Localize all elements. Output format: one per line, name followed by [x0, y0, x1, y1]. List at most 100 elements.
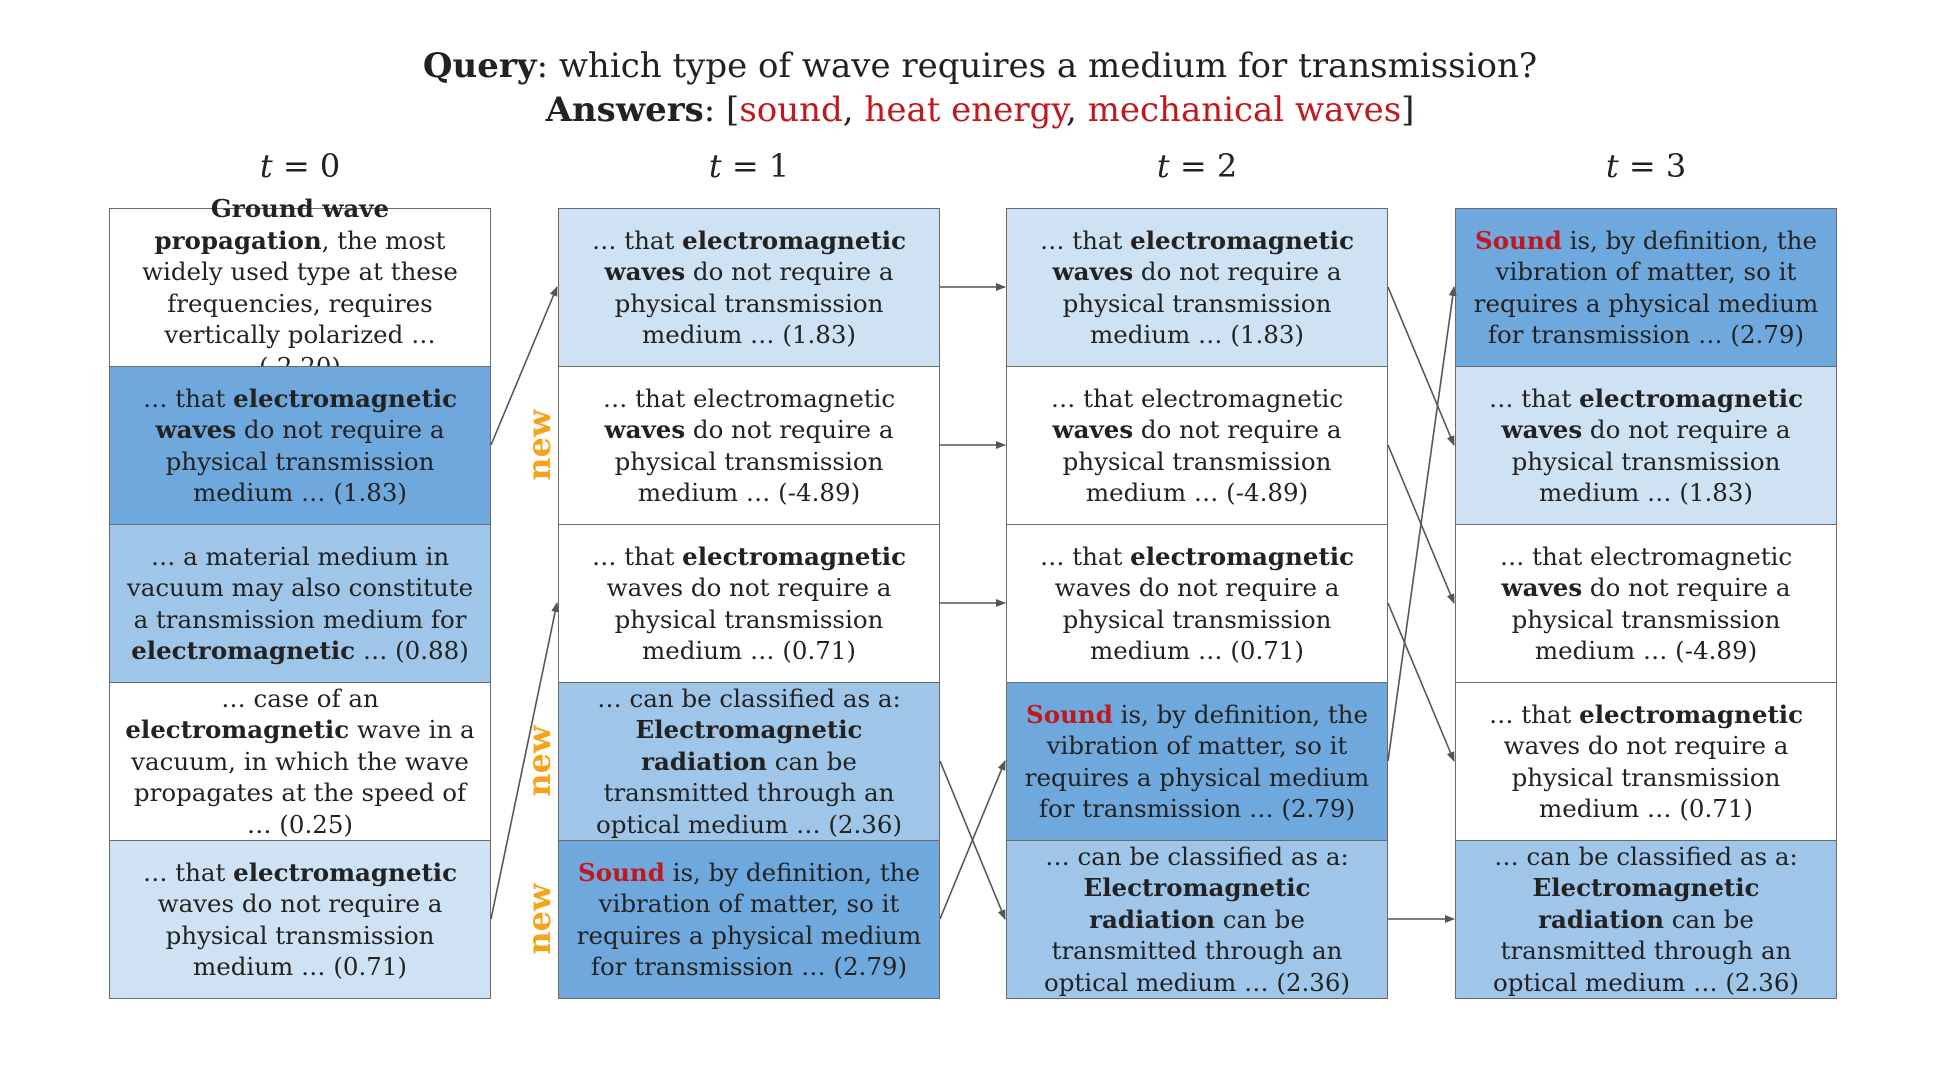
passage-prefix: … that [143, 857, 234, 887]
passage-keyword: waves [604, 415, 686, 444]
passage-box: … that electromagnetic waves do not requ… [558, 208, 940, 367]
passage-body: do not require a physical transmission m… [165, 415, 445, 507]
passage-body: wave in a vacuum, in which the wave prop… [131, 715, 475, 839]
passage-keyword: waves [1501, 573, 1583, 602]
passage-prefix: … can be classified as a: [1494, 841, 1798, 871]
passage-prefix: … that electromagnetic [1050, 383, 1344, 413]
passage-body: do not require a physical transmission m… [614, 257, 894, 349]
passage-text: … that electromagnetic waves do not requ… [569, 225, 929, 351]
passage-keyword: Electromagnetic radiation [1532, 873, 1760, 934]
passage-prefix: … that [1489, 383, 1580, 413]
passage-box: … can be classified as a: Electromagneti… [1006, 840, 1388, 999]
answer-item: sound [739, 90, 843, 130]
passage-body: is, by definition, the vibration of matt… [576, 857, 922, 982]
passage-prefix: … case of an [221, 683, 379, 713]
passage-prefix: … can be classified as a: [1045, 841, 1349, 871]
passage-box: … can be classified as a: Electromagneti… [1455, 840, 1837, 999]
passage-prefix: … that [592, 225, 683, 255]
timestep-eq: = [1618, 147, 1666, 185]
new-tag: new [520, 409, 558, 481]
passage-keyword: Electromagnetic radiation [635, 715, 863, 776]
passage-keyword: electromagnetic [1130, 541, 1354, 571]
passage-text: Sound is, by definition, the vibration o… [569, 857, 929, 983]
passage-text: … can be classified as a: Electromagneti… [569, 683, 929, 841]
passage-keyword: Electromagnetic radiation [1083, 873, 1311, 934]
passage-body: can be transmitted through an optical me… [595, 746, 903, 839]
query-line: Query: which type of wave requires a med… [0, 44, 1960, 88]
passage-body: can be transmitted through an optical me… [1043, 904, 1351, 997]
passage-body: … (0.88) [355, 636, 469, 665]
new-tag: new [520, 883, 558, 955]
passage-prefix: … can be classified as a: [597, 683, 901, 713]
passage-keyword: Ground wave propagation [154, 194, 390, 255]
answers-separator: , [842, 90, 865, 130]
passage-body: do not require a physical transmission m… [614, 415, 894, 507]
passage-box: Sound is, by definition, the vibration o… [1455, 208, 1837, 367]
answers-separator: , [1066, 90, 1088, 130]
passage-box: Sound is, by definition, the vibration o… [558, 840, 940, 999]
passage-text: … that electromagnetic waves do not requ… [1466, 383, 1826, 509]
passage-box: … that electromagnetic waves do not requ… [1455, 524, 1837, 683]
answer-keyword: Sound [578, 857, 665, 887]
passage-text: … that electromagnetic waves do not requ… [1466, 541, 1826, 667]
passage-body: can be transmitted through an optical me… [1492, 904, 1800, 997]
timestep-var: t [1156, 147, 1170, 185]
passage-text: … can be classified as a: Electromagneti… [1466, 841, 1826, 999]
passage-prefix: … that [1040, 541, 1131, 571]
answer-keyword: Sound [1475, 225, 1562, 255]
passage-box: … can be classified as a: Electromagneti… [558, 682, 940, 841]
passage-prefix: … that [143, 383, 234, 413]
passage-text: Sound is, by definition, the vibration o… [1466, 225, 1826, 351]
passage-box: … case of an electromagnetic wave in a v… [109, 682, 491, 841]
passage-text: … that electromagnetic waves do not requ… [1017, 225, 1377, 351]
passage-text: … a material medium in vacuum may also c… [120, 541, 480, 667]
transition-arrow [939, 760, 1006, 920]
passage-keyword: electromagnetic [125, 715, 350, 745]
passage-keyword: electromagnetic waves [155, 383, 457, 445]
passage-keyword: electromagnetic waves [1501, 383, 1803, 445]
passage-text: Ground wave propagation, the most widely… [120, 193, 480, 382]
passage-text: … that electromagnetic waves do not requ… [1466, 699, 1826, 825]
passage-text: … case of an electromagnetic wave in a v… [120, 683, 480, 841]
passage-keyword: electromagnetic [1579, 699, 1803, 729]
answer-keyword: Sound [1026, 699, 1113, 729]
transition-arrow [1387, 286, 1457, 762]
passage-text: … can be classified as a: Electromagneti… [1017, 841, 1377, 999]
answers-prefix: : [ [703, 90, 740, 130]
timestep-var: t [1605, 147, 1619, 185]
timestep-eq: = [721, 147, 769, 185]
transition-arrow [1387, 286, 1455, 446]
new-tag: new [520, 725, 558, 797]
timestep-label: t = 1 [558, 146, 940, 186]
passage-text: … that electromagnetic waves do not requ… [120, 383, 480, 509]
passage-prefix: … that [1040, 225, 1131, 255]
passage-box: Ground wave propagation, the most widely… [109, 194, 491, 381]
passage-text: … that electromagnetic waves do not requ… [569, 383, 929, 509]
passage-body: waves do not require a physical transmis… [606, 573, 892, 665]
passage-text: … that electromagnetic waves do not requ… [1017, 383, 1377, 509]
passage-box: … that electromagnetic waves do not requ… [1006, 524, 1388, 683]
timestep-label: t = 2 [1006, 146, 1388, 186]
passage-prefix: … that [1489, 699, 1580, 729]
passage-keyword: electromagnetic [233, 857, 457, 887]
passage-box: … that electromagnetic waves do not requ… [1006, 208, 1388, 367]
passage-body: is, by definition, the vibration of matt… [1473, 225, 1819, 350]
timestep-label: t = 3 [1455, 146, 1837, 186]
passage-body: waves do not require a physical transmis… [1054, 573, 1340, 665]
answers-label: Answers [545, 90, 704, 130]
timestep-value: 0 [319, 147, 341, 185]
transition-arrow [939, 760, 1006, 920]
passage-text: … that electromagnetic waves do not requ… [120, 857, 480, 983]
passage-body: waves do not require a physical transmis… [1503, 731, 1789, 823]
passage-text: … that electromagnetic waves do not requ… [569, 541, 929, 667]
passage-keyword: waves [1052, 415, 1134, 444]
timestep-var: t [708, 147, 722, 185]
passage-box: … that electromagnetic waves do not requ… [1455, 366, 1837, 525]
timestep-value: 3 [1665, 147, 1687, 185]
timestep-value: 2 [1216, 147, 1238, 185]
answers-line: Answers: [sound, heat energy, mechanical… [0, 88, 1960, 132]
passage-body: do not require a physical transmission m… [1511, 415, 1791, 507]
timestep-eq: = [1169, 147, 1217, 185]
passage-box: … that electromagnetic waves do not requ… [109, 366, 491, 525]
timestep-var: t [259, 147, 273, 185]
